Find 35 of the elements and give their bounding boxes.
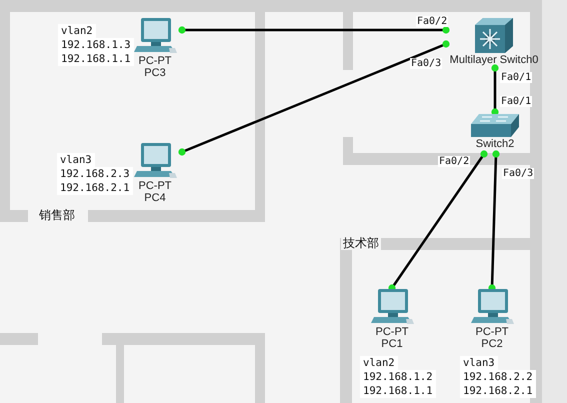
device-model-label: PC-PT (138, 55, 172, 67)
network-cable (178, 26, 450, 34)
device-name-label: Switch2 (476, 138, 514, 150)
device-model-label: PC-PT (376, 326, 408, 338)
network-cable (488, 150, 500, 292)
ip-address-label: 192.168.2.3 (57, 167, 133, 181)
ip-address-label: 192.168.2.1 (57, 181, 133, 195)
vlan-label: vlan2 (58, 24, 96, 38)
network-cable (491, 64, 499, 116)
port-label: Fa0/2 (438, 156, 470, 167)
device-name-label: Multilayer Switch0 (450, 54, 538, 66)
room-label: 技术部 (341, 236, 381, 250)
device-name-label: PC3 (144, 67, 166, 79)
network-cable (388, 150, 488, 292)
ip-address-label: 192.168.2.1 (460, 384, 536, 398)
device-name-label: PC4 (144, 192, 166, 204)
room-label: 销售部 (37, 208, 77, 222)
ip-address-label: 192.168.1.3 (58, 38, 134, 52)
port-label: Fa0/3 (410, 58, 442, 69)
port-label: Fa0/1 (500, 72, 532, 83)
ip-address-label: 192.168.1.2 (360, 370, 436, 384)
port-label: Fa0/1 (500, 96, 532, 107)
port-label: Fa0/3 (502, 168, 534, 179)
device-name-label: PC2 (481, 338, 503, 350)
vlan-label: vlan2 (360, 356, 398, 370)
device-model-label: PC-PT (476, 326, 508, 338)
ip-address-label: 192.168.1.1 (360, 384, 436, 398)
network-cable (178, 40, 450, 156)
device-name-label: PC1 (381, 338, 403, 350)
vlan-label: vlan3 (460, 356, 498, 370)
port-label: Fa0/2 (416, 16, 448, 27)
vlan-label: vlan3 (57, 153, 95, 167)
ip-address-label: 192.168.1.1 (58, 52, 134, 66)
ip-address-label: 192.168.2.2 (460, 370, 536, 384)
device-model-label: PC-PT (138, 180, 172, 192)
